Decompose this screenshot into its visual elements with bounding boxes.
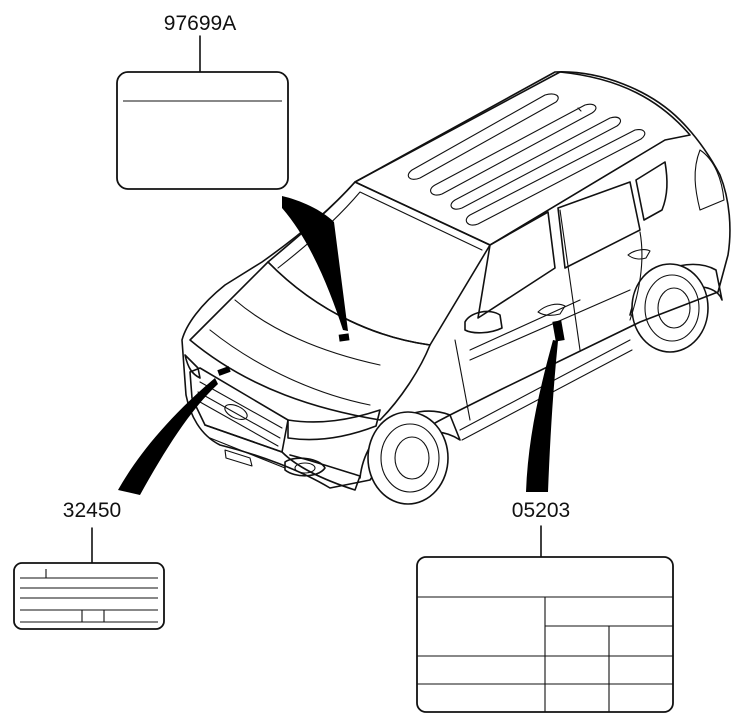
pointer-wedge: [526, 340, 558, 492]
front-wheel: [359, 410, 461, 505]
roof: [354, 71, 691, 246]
hood: [189, 261, 431, 421]
hood-label-box: [116, 71, 289, 190]
side-windows: [477, 149, 725, 319]
doors: [454, 209, 651, 421]
pointer-wedge: [282, 196, 348, 331]
rear-wheel: [629, 263, 723, 353]
tire-label-callout: 05203: [416, 320, 674, 713]
part-number-32450: 32450: [63, 499, 121, 522]
part-number-97699a: 97699A: [164, 12, 236, 35]
pointer-wedge: [118, 378, 218, 495]
part-number-05203: 05203: [512, 499, 570, 522]
label-location-marker: [552, 320, 565, 342]
hood-label-callout: 97699A: [116, 12, 350, 342]
suv-illustration: [181, 71, 731, 505]
emission-label-box: [13, 562, 165, 630]
side-mirror: [464, 310, 503, 334]
label-location-marker: [338, 333, 350, 342]
front-fascia: [184, 354, 381, 491]
label-location-marker: [217, 366, 231, 376]
emission-label-callout: 32450: [13, 366, 231, 630]
